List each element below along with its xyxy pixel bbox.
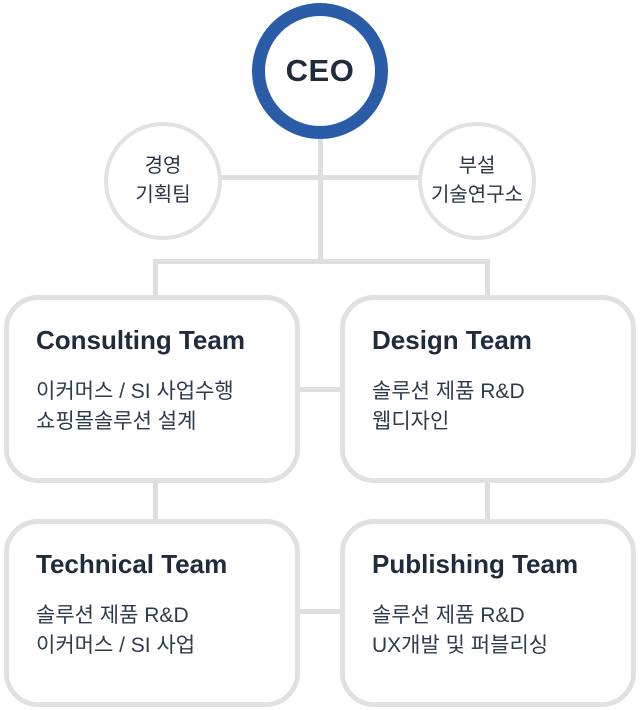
connector-ceo-drop <box>318 134 323 264</box>
staff-node-management-planning: 경영 기획팀 <box>104 122 222 240</box>
team-desc-line: 솔루션 제품 R&D <box>36 604 189 627</box>
team-box-design: Design Team 솔루션 제품 R&D 웹디자인 <box>340 295 636 483</box>
team-desc-line: 이커머스 / SI 사업수행 <box>36 380 234 403</box>
team-box-consulting: Consulting Team 이커머스 / SI 사업수행 쇼핑몰솔루션 설계 <box>4 295 300 483</box>
connector-right-column-vertical <box>485 480 490 521</box>
team-desc-line: 쇼핑몰솔루션 설계 <box>36 410 197 433</box>
team-desc-line: 솔루션 제품 R&D <box>372 380 525 403</box>
ceo-node: CEO <box>252 3 388 139</box>
team-desc-line: UX개발 및 퍼블리싱 <box>372 634 549 657</box>
connector-junction-right-drop <box>485 261 490 297</box>
team-title: Consulting Team <box>36 325 245 355</box>
connector-staff-horizontal <box>221 175 419 180</box>
staff-label-line: 기획팀 <box>135 184 191 206</box>
team-desc-line: 웹디자인 <box>372 410 450 433</box>
team-desc-line: 이커머스 / SI 사업 <box>36 634 196 657</box>
team-title: Publishing Team <box>372 549 579 579</box>
staff-label-line: 경영 <box>144 155 182 177</box>
staff-label-line: 기술연구소 <box>431 184 523 206</box>
connector-row1-horizontal <box>298 387 342 392</box>
staff-label-line: 부설 <box>458 155 496 177</box>
connector-junction-left-drop <box>153 261 158 297</box>
connector-left-column-vertical <box>153 480 158 521</box>
ceo-label: CEO <box>285 53 355 88</box>
staff-node-research-institute: 부설 기술연구소 <box>418 122 536 240</box>
connector-junction-horizontal <box>153 259 490 264</box>
team-desc-line: 솔루션 제품 R&D <box>372 604 525 627</box>
connector-row2-horizontal <box>298 609 342 614</box>
team-box-technical: Technical Team 솔루션 제품 R&D 이커머스 / SI 사업 <box>4 519 300 707</box>
team-title: Design Team <box>372 325 532 355</box>
team-box-publishing: Publishing Team 솔루션 제품 R&D UX개발 및 퍼블리싱 <box>340 519 636 707</box>
team-title: Technical Team <box>36 549 228 579</box>
